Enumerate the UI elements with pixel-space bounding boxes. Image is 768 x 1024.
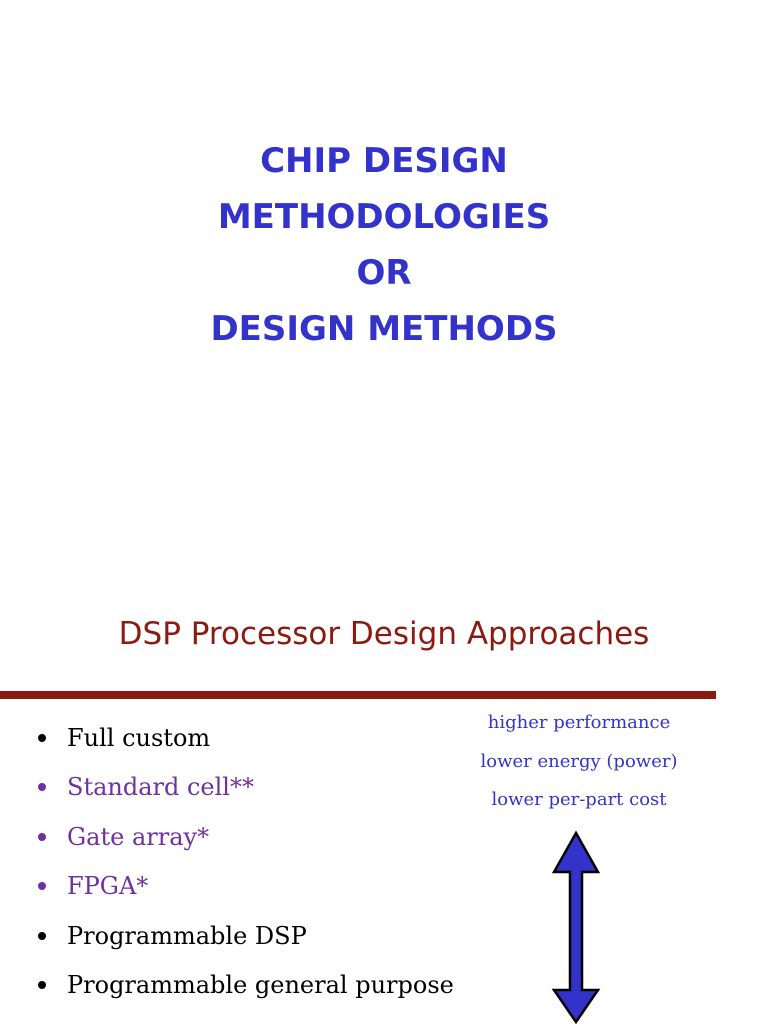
title-line-4: DESIGN METHODS (210, 309, 558, 349)
list-item-label: Programmable DSP (67, 921, 307, 950)
page-title: CHIP DESIGN METHODOLOGIES OR DESIGN METH… (0, 133, 768, 357)
section-heading: DSP Processor Design Approaches (118, 616, 650, 652)
note-performance: higher performance (487, 712, 671, 733)
bullet-icon (38, 733, 46, 742)
approach-list: Full custom Standard cell** Gate array* … (38, 713, 454, 1010)
section-divider (0, 691, 716, 699)
list-item: Gate array* (38, 812, 454, 862)
list-item: Programmable DSP (38, 911, 454, 961)
list-item-label: Standard cell** (67, 773, 254, 802)
arrow-shape (551, 830, 601, 1024)
list-item: Programmable general purpose (38, 961, 454, 1011)
bullet-icon (38, 832, 46, 841)
bullet-icon (38, 783, 46, 792)
list-item-label: FPGA* (67, 872, 149, 901)
list-item-label: Gate array* (67, 822, 210, 851)
list-item-label: Programmable general purpose (67, 971, 454, 1000)
list-item: Full custom (38, 713, 454, 763)
list-item: FPGA* (38, 862, 454, 912)
note-energy: lower energy (power) (480, 750, 678, 772)
list-item: Standard cell** (38, 763, 454, 813)
list-item-label: Full custom (67, 723, 211, 752)
bullet-icon (38, 981, 46, 990)
note-cost: lower per-part cost (491, 789, 667, 810)
title-line-1: CHIP DESIGN (260, 141, 508, 181)
bullet-icon (38, 931, 46, 940)
tradeoff-notes: higher performance lower energy (power) … (470, 704, 688, 820)
double-headed-vertical-arrow-icon (551, 830, 601, 1024)
bullet-icon (38, 882, 46, 891)
title-line-3: OR (356, 253, 412, 293)
title-line-2: METHODOLOGIES (217, 197, 551, 237)
